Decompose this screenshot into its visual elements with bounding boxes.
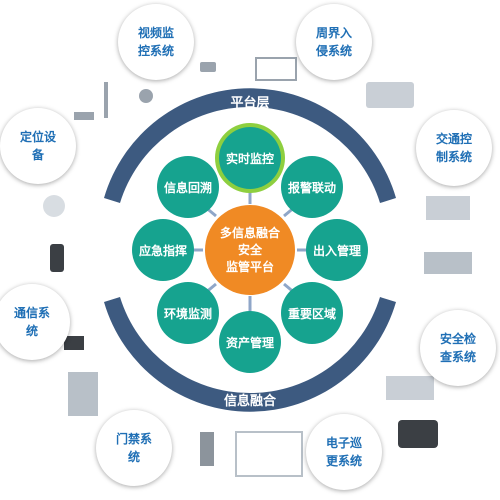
control-center-icon	[366, 82, 414, 108]
center-line-3: 监管平台	[225, 259, 274, 274]
bubble-video-surveillance: 视频监控系统	[118, 4, 194, 80]
gate-barrier-icon	[255, 57, 297, 81]
xray-truck-icon	[386, 376, 434, 400]
bubble-positioning: 定位设备	[0, 108, 76, 184]
node-realtime-monitoring: 实时监控	[219, 127, 281, 189]
node-key-areas: 重要区域	[281, 282, 343, 344]
radio-icon	[64, 336, 84, 350]
fusion-arc	[104, 297, 396, 412]
antenna-tower-icon	[104, 82, 108, 118]
dome-camera-icon	[139, 89, 153, 103]
camera-icon	[200, 62, 216, 72]
platform-arc	[104, 88, 396, 203]
center-line-1: 多信息融合	[219, 225, 280, 240]
cabinet-icon	[200, 432, 214, 466]
phone-icon	[50, 244, 64, 272]
bubble-access-control: 门禁系统	[96, 410, 172, 486]
node-environment-monitoring: 环境监测	[157, 282, 219, 344]
bubble-traffic-control: 交通控制系统	[416, 110, 492, 186]
truck-icon	[424, 252, 472, 274]
patrol-map-icon	[235, 431, 303, 477]
dish-icon	[43, 195, 65, 217]
node-asset-management: 资产管理	[219, 311, 281, 373]
platform-layer-label: 平台层	[230, 96, 270, 111]
bubble-perimeter-intrusion: 周界入侵系统	[296, 4, 372, 80]
node-emergency-command: 应急指挥	[132, 219, 194, 281]
toll-booth-icon	[426, 196, 470, 220]
node-info-trace: 信息回溯	[157, 156, 219, 218]
center-line-2: 安全	[237, 242, 262, 257]
bubble-security-inspection: 安全检查系统	[420, 310, 496, 386]
satellite-icon	[74, 112, 94, 120]
node-alarm-linkage: 报警联动	[281, 156, 343, 218]
info-fusion-label: 信息融合	[223, 394, 276, 409]
access-gate-icon	[68, 372, 98, 416]
node-access-management: 出入管理	[306, 219, 368, 281]
center-platform: 多信息融合 安全 监管平台	[205, 205, 295, 295]
bubble-electronic-patrol: 电子巡更系统	[306, 414, 382, 490]
patrol-device-icon	[398, 420, 438, 448]
bubble-communication: 通信系统	[0, 284, 70, 360]
